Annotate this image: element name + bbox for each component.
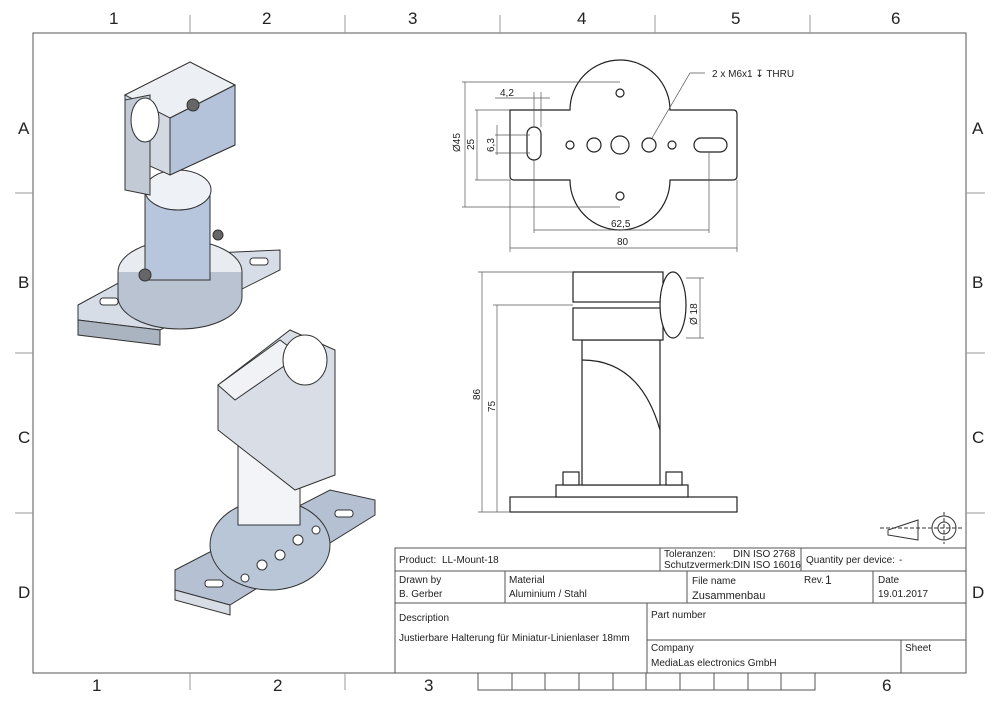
- zone-col-3-top: 3: [408, 9, 418, 28]
- part-number-label: Part number: [651, 610, 707, 621]
- top-view-dimensions: [462, 72, 738, 252]
- sheet-label: Sheet: [905, 643, 932, 654]
- zone-row-c-left: C: [18, 428, 31, 447]
- thread-note: 2 x M6x1 ↧ THRU: [712, 69, 794, 80]
- isometric-view-bottom: [174, 329, 376, 616]
- dim-4-2: 4,2: [500, 88, 514, 99]
- zone-col-1-bottom: 1: [92, 676, 102, 695]
- zone-col-3-bottom: 3: [424, 676, 434, 695]
- material-label: Material: [509, 575, 545, 586]
- material-value: Aluminium / Stahl: [509, 589, 587, 600]
- zone-ticks: [15, 15, 985, 690]
- dim-80: 80: [617, 237, 629, 248]
- zone-row-a-right: A: [972, 119, 984, 138]
- dim-d45: Ø45: [452, 133, 463, 152]
- rev-label: Rev.: [804, 575, 824, 586]
- zone-row-d-left: D: [18, 583, 31, 602]
- zone-col-2-top: 2: [262, 9, 272, 28]
- side-view-dimensions: [478, 271, 704, 513]
- quantity-label: Quantity per device:: [806, 555, 895, 566]
- zone-col-6-top: 6: [891, 9, 901, 28]
- zone-col-2-bottom: 2: [273, 676, 283, 695]
- protection-value: DIN ISO 16016: [733, 560, 801, 571]
- zone-col-5-top: 5: [731, 9, 741, 28]
- tolerances-label: Toleranzen:: [664, 549, 716, 560]
- zone-row-b-right: B: [972, 273, 984, 292]
- dim-6-3: 6,3: [486, 138, 497, 152]
- company-value: MediaLas electronics GmbH: [651, 658, 777, 669]
- date-label: Date: [878, 575, 900, 586]
- description-label: Description: [399, 613, 450, 624]
- zone-row-b-left: B: [18, 273, 30, 292]
- zone-col-6-bottom: 6: [882, 676, 892, 695]
- zone-row-c-right: C: [972, 428, 985, 447]
- dim-75: 75: [487, 400, 498, 412]
- title-block-grid: [394, 547, 967, 674]
- quantity-value: -: [899, 555, 903, 566]
- drawn-by-label: Drawn by: [399, 575, 442, 586]
- file-name-value: Zusammenbau: [692, 590, 766, 602]
- dim-86: 86: [472, 388, 483, 400]
- product-value: LL-Mount-18: [442, 555, 499, 566]
- date-value: 19.01.2017: [878, 589, 929, 600]
- file-name-label: File name: [692, 576, 736, 587]
- rev-value: 1: [825, 573, 832, 587]
- drawn-by-value: B. Gerber: [399, 589, 443, 600]
- company-label: Company: [651, 643, 694, 654]
- description-value: Justierbare Halterung für Miniatur-Linie…: [399, 633, 630, 644]
- tolerances-value: DIN ISO 2768: [733, 549, 796, 560]
- dim-25: 25: [466, 138, 477, 150]
- product-label: Product:: [399, 555, 437, 566]
- side-view: [509, 271, 738, 513]
- zone-row-d-right: D: [972, 583, 985, 602]
- bottom-grid: [477, 672, 816, 691]
- isometric-view-top: [77, 61, 281, 346]
- protection-label: Schutzvermerk:: [664, 560, 734, 571]
- zone-col-4-top: 4: [577, 9, 587, 28]
- zone-row-a-left: A: [18, 119, 30, 138]
- zone-col-1-top: 1: [109, 9, 119, 28]
- top-view: [509, 59, 738, 231]
- projection-symbol-icon: [880, 512, 962, 544]
- dim-d18: Ø 18: [689, 303, 700, 325]
- dim-62-5: 62,5: [611, 219, 631, 230]
